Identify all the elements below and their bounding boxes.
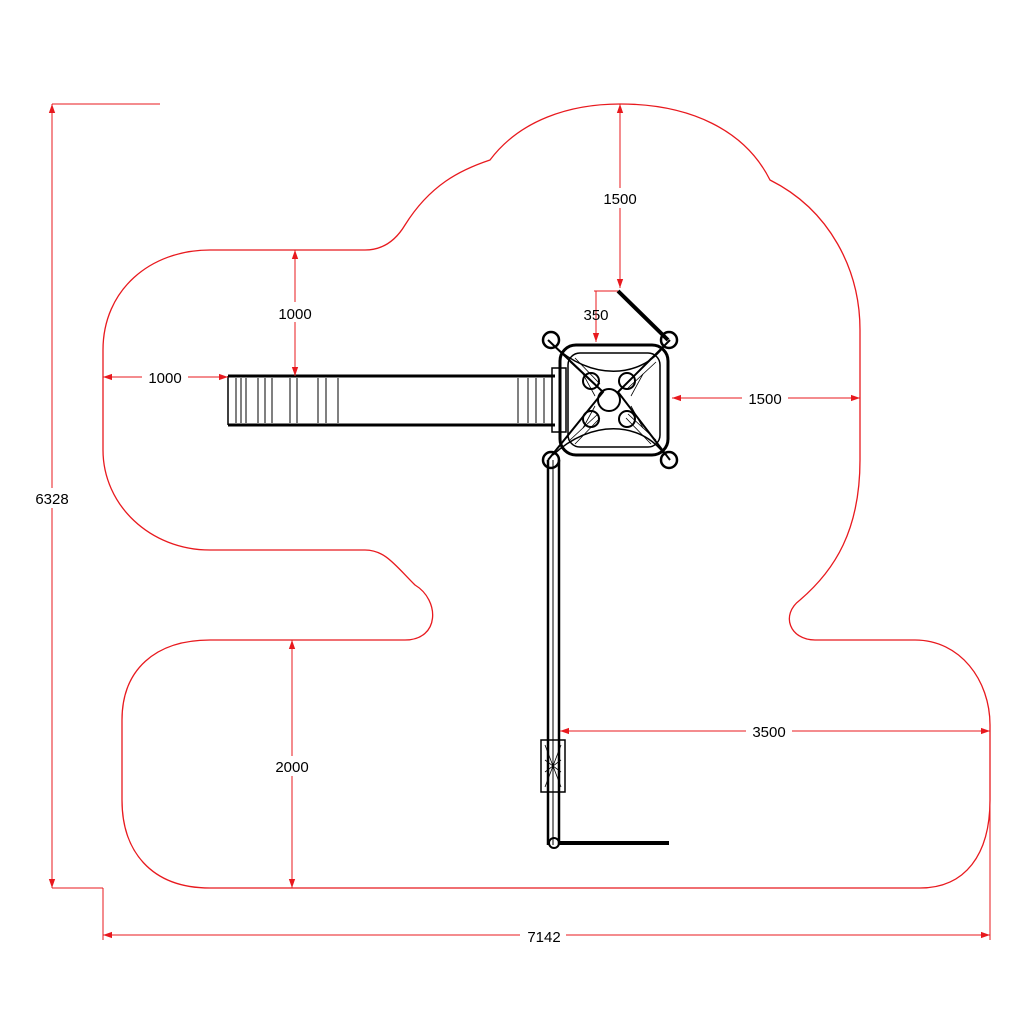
- label-slide-top-clearance: 1000: [278, 306, 311, 323]
- dimension-lines: [48, 103, 991, 940]
- playground-equipment: [227, 289, 679, 849]
- rail: [540, 460, 669, 849]
- label-tower-right-clearance: 1500: [748, 391, 781, 408]
- tower: [541, 330, 679, 470]
- label-top-clearance: 1500: [603, 191, 636, 208]
- label-rail-right-clearance: 3500: [752, 724, 785, 741]
- label-total-width: 7142: [527, 929, 560, 946]
- label-total-height: 6328: [35, 491, 68, 508]
- label-offset-small: 350: [583, 307, 608, 324]
- dimension-labels: 6328 7142 1500 350 1000 1000 1500 3500 2…: [30, 188, 792, 946]
- label-bottom-clearance: 2000: [275, 759, 308, 776]
- label-slide-end-clearance: 1000: [148, 370, 181, 387]
- handrail: [616, 289, 670, 342]
- safety-zone-outline: [102, 103, 991, 889]
- slide: [227, 367, 567, 433]
